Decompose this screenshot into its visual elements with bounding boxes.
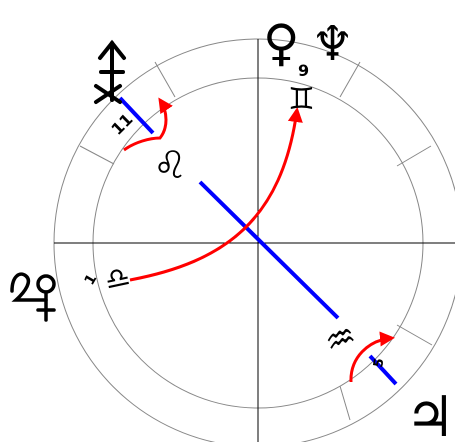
venus-glyph: ♀	[263, 14, 300, 72]
jupiter-venus-glyph-icon	[10, 272, 56, 322]
uranus-glyph-icon	[94, 39, 126, 104]
arrow-libra-to-gemini	[129, 107, 303, 282]
jupiter-glyph: ♃	[405, 385, 455, 442]
gemini-sign-glyph: ♊	[288, 82, 315, 117]
neptune-glyph: ♆	[311, 16, 354, 72]
opposition-line	[118, 96, 398, 386]
house-number-11: 11	[107, 110, 136, 139]
leo-sign-glyph: ♌	[153, 143, 187, 187]
arrow-house-11	[123, 97, 173, 152]
house-number-1: 1	[82, 272, 101, 288]
aquarius-sign-glyph: ♒	[319, 315, 361, 363]
arrow-house-5	[349, 331, 395, 383]
house-number-5: 5	[371, 357, 387, 369]
house-cusp-ticks	[79, 61, 433, 421]
libra-sign-glyph: ♎	[102, 259, 133, 296]
house-number-9: 9	[298, 61, 309, 80]
aspect-arrows	[123, 97, 395, 383]
